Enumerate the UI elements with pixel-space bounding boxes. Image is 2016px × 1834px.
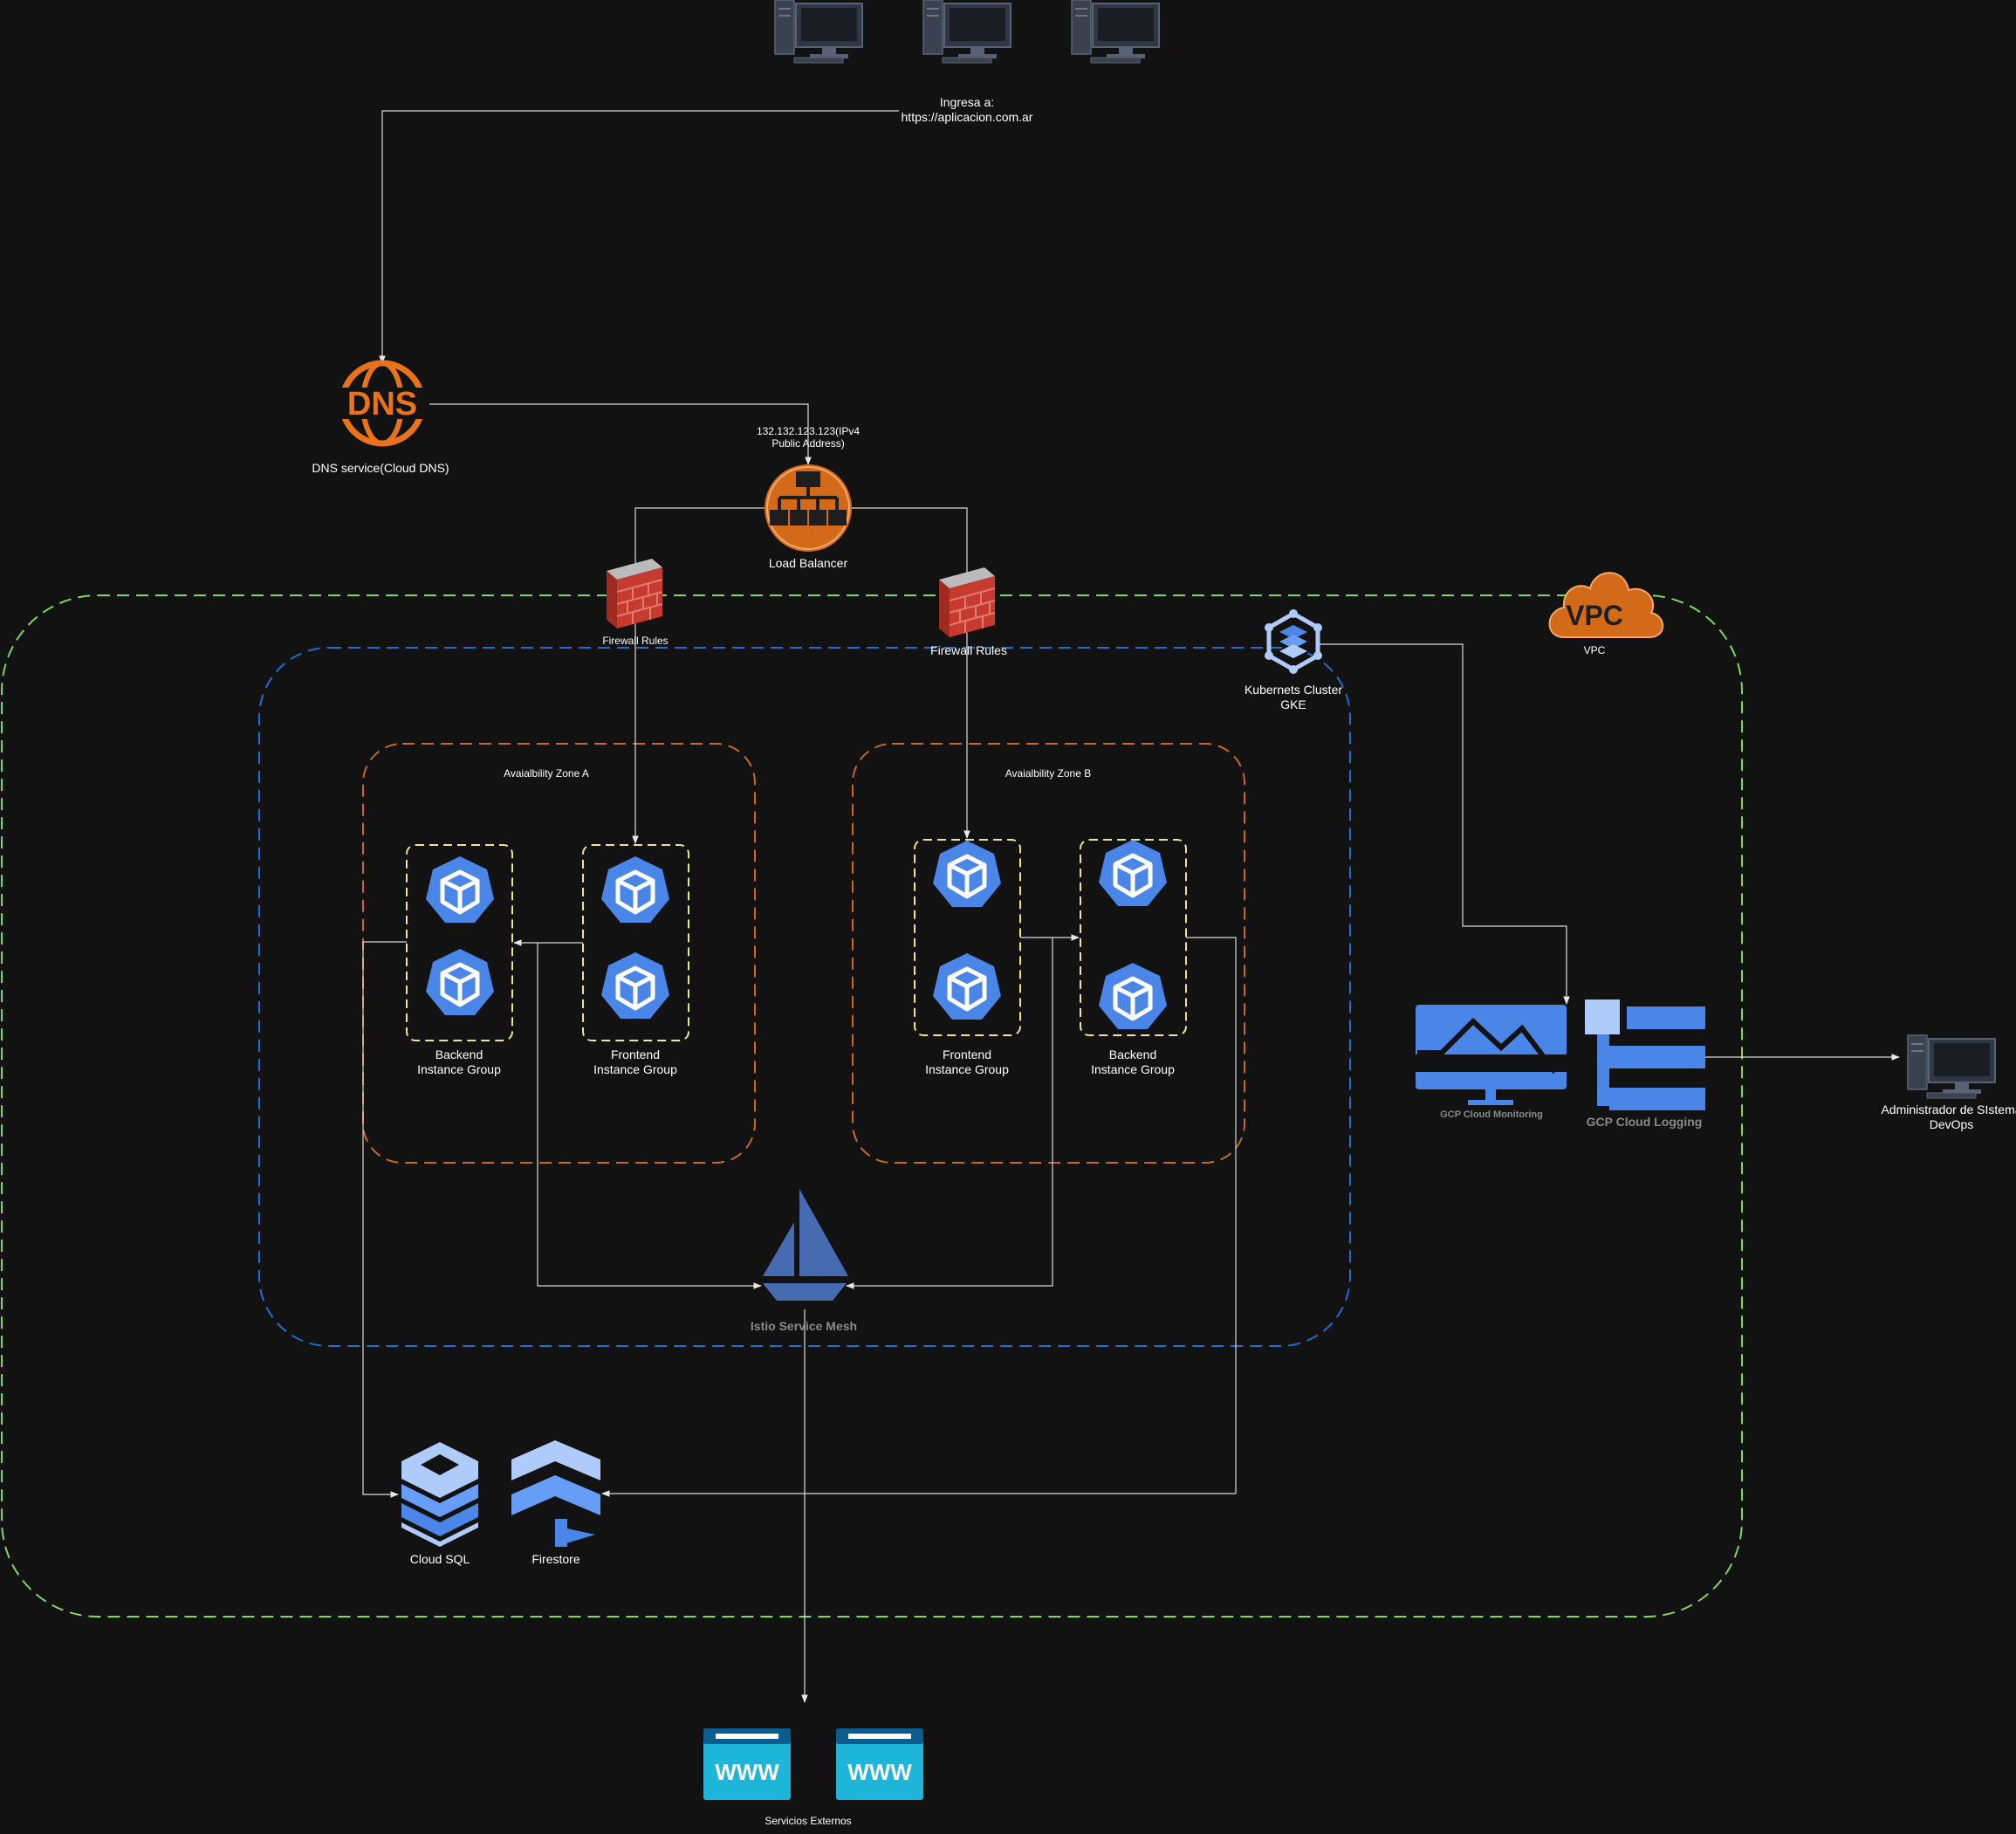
- zone-a-label: Avaialbility Zone A: [504, 767, 589, 780]
- zone-a-backend-group: [406, 844, 513, 1041]
- ip-address-label: 132.132.123.123(IPv4: [757, 425, 860, 437]
- edge-gke-to-monitoring: [1320, 643, 1570, 1005]
- dns-label: DNS service(Cloud DNS): [312, 461, 449, 475]
- svg-text:VPC: VPC: [1566, 600, 1623, 631]
- edge-users-to-dns: [379, 110, 899, 364]
- user-computer-icon: [1071, 0, 1160, 64]
- admin-label-1: Administrador de SIstema: [1881, 1102, 2016, 1116]
- svg-text:DNS: DNS: [347, 386, 417, 422]
- external-services-label: Servicios Externos: [765, 1815, 851, 1827]
- pod-icon: [1099, 840, 1167, 906]
- svg-text:WWW: WWW: [715, 1759, 779, 1785]
- admin-computer-icon: [1907, 1034, 1996, 1099]
- edge-lb-to-zone-a: [632, 507, 766, 844]
- edge-frontend-b-to-istio: [846, 938, 1053, 1289]
- availability-zone-b: [852, 743, 1245, 1164]
- firewall-left-label: Firewall Rules: [602, 635, 668, 647]
- user-computer-icon: [922, 0, 1011, 64]
- edge-lb-to-zone-b: [850, 507, 970, 839]
- vpc-cloud-icon: VPC: [1548, 572, 1664, 638]
- zone-a-frontend-label-1: Frontend: [611, 1048, 660, 1061]
- pod-icon: [426, 949, 494, 1015]
- logging-label: GCP Cloud Logging: [1587, 1115, 1703, 1129]
- monitoring-icon: [1416, 1005, 1567, 1105]
- edge-frontend-a-to-istio: [537, 943, 762, 1289]
- pod-icon: [426, 856, 494, 923]
- availability-zone-a: [362, 743, 756, 1164]
- zone-b-backend-group: [1080, 839, 1187, 1036]
- edge-backend-a-to-cloudsql: [362, 941, 407, 1498]
- firestore-icon: [511, 1440, 600, 1547]
- zone-b-backend-label-1: Backend: [1109, 1048, 1156, 1061]
- load-balancer-icon: [765, 464, 852, 552]
- vpc-label: VPC: [1584, 644, 1606, 656]
- vpc-boundary: [1, 594, 1743, 1618]
- zone-a-frontend-label-2: Instance Group: [593, 1062, 677, 1076]
- cloud-sql-icon: [401, 1442, 478, 1547]
- kubernetes-cluster-icon: [1265, 609, 1322, 674]
- gke-label-2: GKE: [1280, 697, 1306, 711]
- ingresa-label: Ingresa a:: [940, 95, 994, 109]
- load-balancer-label: Load Balancer: [769, 556, 848, 570]
- zone-b-backend-label-2: Instance Group: [1091, 1062, 1175, 1076]
- www-icon: WWW: [836, 1728, 923, 1800]
- zone-b-label: Avaialbility Zone B: [1005, 767, 1092, 780]
- firewall-right-label: Firewall Rules: [930, 643, 1007, 657]
- firestore-label: Firestore: [531, 1552, 579, 1566]
- istio-sail-icon: [763, 1189, 848, 1301]
- admin-label-2: DevOps: [1930, 1117, 1974, 1131]
- user-computer-icon: [774, 0, 863, 64]
- zone-b-frontend-group: [914, 839, 1021, 1036]
- zone-b-frontend-label-1: Frontend: [943, 1048, 991, 1061]
- zone-a-backend-label-2: Instance Group: [417, 1062, 501, 1076]
- zone-a-frontend-group: [582, 844, 689, 1041]
- firewall-icon: [938, 567, 996, 638]
- logging-icon: [1585, 999, 1705, 1110]
- cloud-sql-label: Cloud SQL: [410, 1552, 470, 1566]
- edge-dns-to-lb: [426, 403, 812, 465]
- edge-backend-b-to-firestore: [601, 937, 1237, 1497]
- pod-icon: [933, 953, 1001, 1020]
- zone-a-backend-label-1: Backend: [435, 1048, 483, 1061]
- ip-address-label-2: Public Address): [771, 437, 844, 450]
- pod-icon: [933, 841, 1001, 907]
- gke-label-1: Kubernets Cluster: [1245, 683, 1342, 697]
- url-label: https://aplicacion.com.ar: [902, 110, 1033, 124]
- svg-text:WWW: WWW: [847, 1759, 912, 1785]
- monitoring-label: GCP Cloud Monitoring: [1440, 1109, 1543, 1120]
- www-icon: WWW: [703, 1728, 791, 1800]
- dns-icon: DNS: [335, 360, 429, 447]
- pod-icon: [1099, 963, 1167, 1029]
- istio-label: Istio Service Mesh: [751, 1319, 857, 1333]
- pod-icon: [601, 856, 669, 923]
- zone-b-frontend-label-2: Instance Group: [925, 1062, 1009, 1076]
- firewall-icon: [606, 558, 663, 629]
- pod-icon: [601, 952, 669, 1019]
